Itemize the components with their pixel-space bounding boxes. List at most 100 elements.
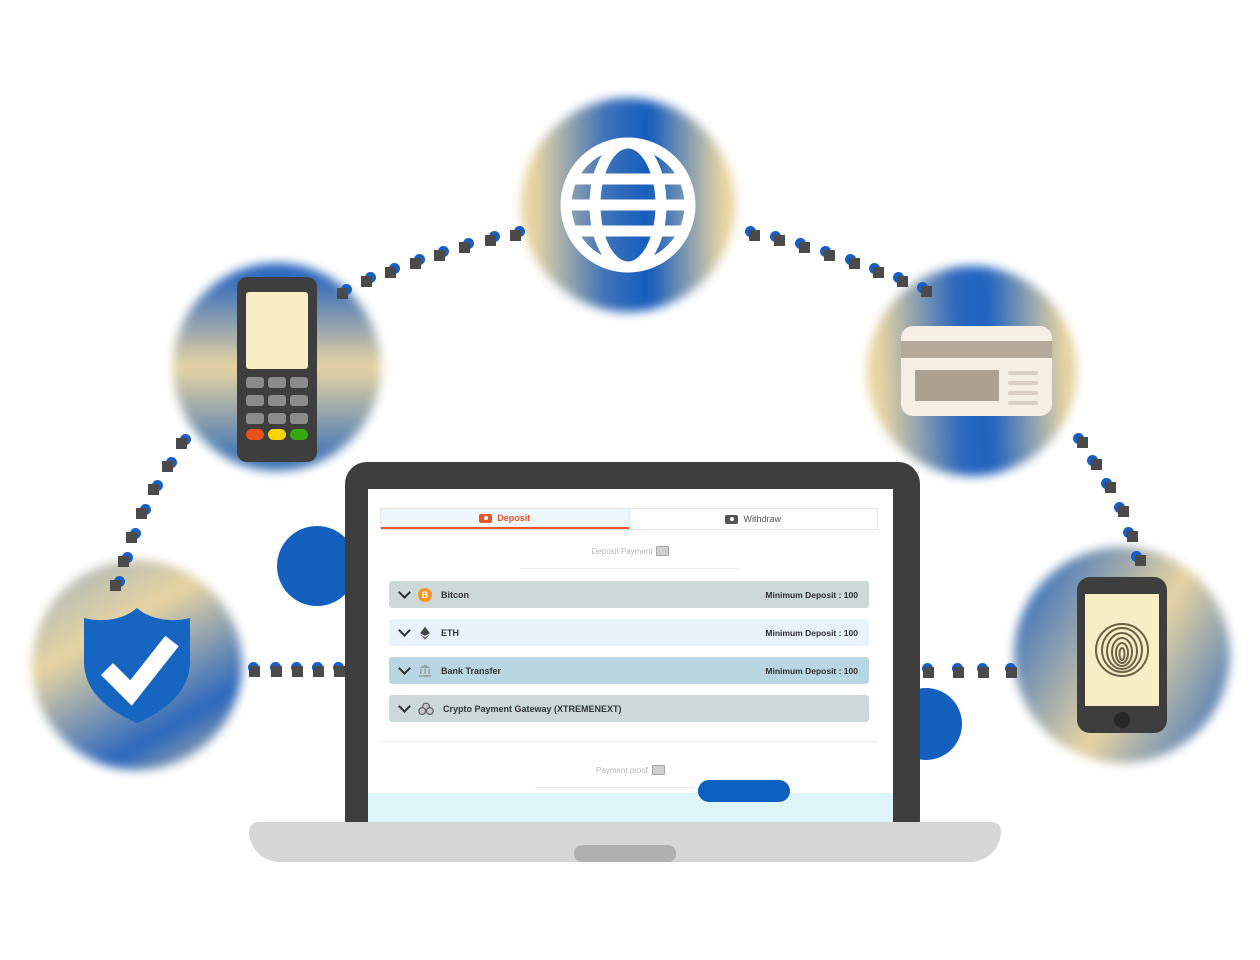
connector-dot [126, 528, 141, 543]
payment-method-row[interactable]: ETH Minimum Deposit : 100 [389, 619, 869, 646]
tab-deposit[interactable]: Deposit [381, 509, 629, 529]
pos-key [246, 413, 264, 424]
connector-dot [1123, 527, 1138, 542]
connector-dot [1114, 502, 1129, 517]
connector-dot [952, 663, 964, 678]
blue-accent-circle-left [277, 526, 357, 606]
pos-key [268, 413, 286, 424]
fingerprint-icon [1095, 623, 1149, 677]
credit-card-icon [901, 326, 1052, 416]
bank-icon [419, 664, 431, 677]
connector-dot [977, 663, 989, 678]
tab-bar: Deposit Withdraw [380, 508, 878, 530]
payment-method-row[interactable]: Crypto Payment Gateway (XTREMENEXT) [389, 695, 869, 722]
connector-dot [110, 576, 125, 591]
payment-method-name: Crypto Payment Gateway (XTREMENEXT) [443, 703, 622, 714]
connector-dot [1005, 663, 1017, 678]
connector-dot [291, 662, 303, 677]
connector-dot [485, 231, 500, 246]
connector-dot [917, 282, 932, 297]
laptop-base [249, 822, 1001, 862]
pos-key [290, 413, 308, 424]
deposit-payment-label: Deposit Payment [368, 546, 893, 556]
chevron-down-icon[interactable] [398, 624, 411, 637]
payment-method-row[interactable]: B Bitcon Minimum Deposit : 100 [389, 581, 869, 608]
pos-keypad [246, 377, 308, 424]
divider [520, 568, 741, 569]
fingerprint-phone-icon [1077, 577, 1167, 733]
connector-dot [148, 480, 163, 495]
banknote-badge-icon [656, 546, 670, 556]
divider [530, 787, 730, 788]
card-signature-box [915, 370, 999, 401]
pos-key [246, 395, 264, 406]
connector-dot [136, 504, 151, 519]
tab-withdraw[interactable]: Withdraw [628, 509, 878, 529]
pos-key [268, 395, 286, 406]
crypto-coins-icon [418, 702, 434, 715]
chevron-down-icon[interactable] [398, 586, 411, 599]
connector-dot [410, 254, 425, 269]
connector-dot [176, 434, 191, 449]
connector-dot [1131, 551, 1146, 566]
connector-dot [248, 662, 260, 677]
phone-screen [1085, 594, 1159, 706]
divider [380, 741, 878, 742]
shield-check-icon [84, 608, 190, 723]
globe-icon [560, 137, 696, 273]
connector-dot [1087, 455, 1102, 470]
connector-dot [385, 263, 400, 278]
card-magnetic-stripe [901, 341, 1052, 358]
pos-key [268, 377, 286, 388]
banknote-icon [479, 513, 493, 523]
ethereum-icon [420, 626, 430, 640]
pos-key [290, 377, 308, 388]
payment-method-name: Bank Transfer [441, 665, 502, 676]
connector-dot [361, 272, 376, 287]
connector-dot [893, 272, 908, 287]
connector-dot [869, 263, 884, 278]
connector-dot [337, 284, 352, 299]
pos-clear-key [268, 429, 286, 440]
connector-dot [459, 238, 474, 253]
connector-dot [795, 238, 810, 253]
connector-dot [312, 662, 324, 677]
pos-key [246, 377, 264, 388]
connector-dot [434, 246, 449, 261]
connector-dot [922, 663, 934, 678]
connector-dot [770, 231, 785, 246]
tab-deposit-label: Deposit [497, 513, 531, 523]
connector-dot [270, 662, 282, 677]
pos-cancel-key [246, 429, 264, 440]
bitcoin-icon: B [418, 587, 432, 602]
connector-dot [1101, 478, 1116, 493]
payment-method-name: ETH [441, 627, 459, 638]
min-deposit-label: Minimum Deposit : 100 [765, 627, 858, 638]
payment-proof-label: Payment proof [368, 765, 893, 775]
chevron-down-icon[interactable] [398, 662, 411, 675]
pos-key [290, 395, 308, 406]
connector-dot [745, 226, 760, 241]
connector-dot [845, 254, 860, 269]
min-deposit-label: Minimum Deposit : 100 [765, 665, 858, 676]
pos-function-keys [246, 429, 308, 440]
phone-home-button [1114, 712, 1130, 728]
pos-screen [246, 292, 308, 369]
banknote-badge-icon [652, 765, 666, 775]
min-deposit-label: Minimum Deposit : 100 [765, 589, 858, 600]
banknote-icon [725, 514, 739, 524]
connector-dot [333, 662, 345, 677]
payment-method-row[interactable]: Bank Transfer Minimum Deposit : 100 [389, 657, 869, 684]
connector-dot [162, 457, 177, 472]
chevron-down-icon[interactable] [398, 700, 411, 713]
payment-method-name: Bitcon [441, 589, 469, 600]
tab-withdraw-label: Withdraw [743, 514, 781, 524]
connector-dot [118, 552, 133, 567]
footer-strip [368, 793, 893, 825]
submit-button[interactable] [698, 780, 790, 802]
connector-dot [510, 226, 525, 241]
laptop-base-notch [574, 845, 676, 862]
connector-dot [820, 246, 835, 261]
laptop-frame: Deposit Withdraw Deposit Payment B Bitco… [345, 462, 920, 825]
